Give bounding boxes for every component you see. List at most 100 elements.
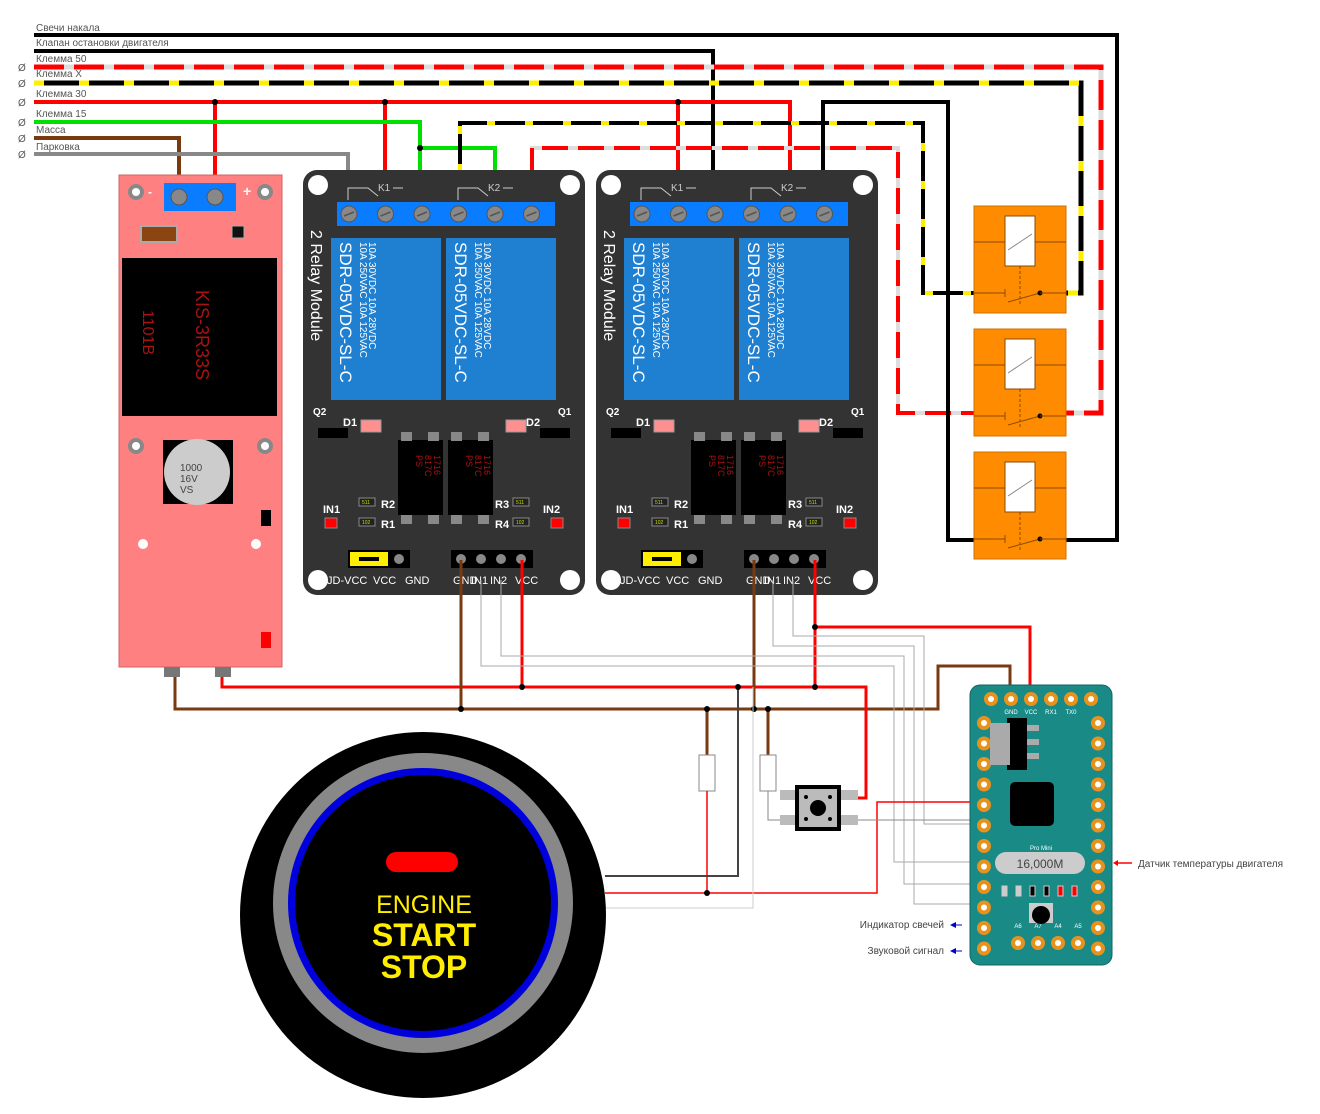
svg-text:511: 511 bbox=[362, 500, 370, 506]
svg-text:511: 511 bbox=[516, 500, 524, 506]
svg-text:1716: 1716 bbox=[775, 455, 785, 475]
signal-wires bbox=[480, 580, 985, 905]
optocoupler bbox=[398, 440, 443, 515]
label-stop-valve: Клапан остановки двигателя bbox=[36, 38, 169, 49]
component-label: R4 bbox=[788, 519, 803, 531]
optocoupler bbox=[691, 440, 736, 515]
dc-chip bbox=[122, 258, 277, 416]
header-pin[interactable] bbox=[749, 554, 759, 564]
component-label: IN2 bbox=[543, 504, 560, 516]
terminal-symbols: Ø Ø Ø Ø Ø Ø bbox=[18, 63, 26, 161]
annotations: Датчик температуры двигателя Индикатор с… bbox=[860, 859, 1283, 957]
svg-text:PS: PS bbox=[707, 455, 717, 467]
auto-relay bbox=[973, 451, 1067, 560]
svg-text:A6: A6 bbox=[1014, 924, 1022, 930]
header-label: VCC bbox=[373, 575, 396, 587]
tactile-button[interactable] bbox=[780, 785, 858, 831]
engine-start-stop-button[interactable]: ENGINE START STOP bbox=[240, 732, 606, 1098]
svg-text:1000: 1000 bbox=[180, 463, 203, 474]
wire-arduino-vcc bbox=[815, 625, 1032, 695]
svg-text:10A 250VAC 10A 125VAC: 10A 250VAC 10A 125VAC bbox=[472, 242, 483, 358]
label-temp-sensor: Датчик температуры двигателя bbox=[1138, 859, 1283, 870]
resistor-2 bbox=[759, 754, 777, 792]
led-in1 bbox=[617, 517, 631, 529]
component-label: D2 bbox=[819, 417, 833, 429]
relay-coil bbox=[1004, 461, 1036, 513]
relay-model: SDR-05VDC-SL-C bbox=[451, 242, 470, 383]
relay-2 bbox=[446, 238, 556, 400]
header-pin[interactable] bbox=[496, 554, 506, 564]
wire-glow-plugs bbox=[34, 33, 1119, 542]
component-label: R1 bbox=[381, 519, 395, 531]
header-label: VCC bbox=[515, 575, 538, 587]
component-label: R2 bbox=[381, 499, 395, 511]
header-pin[interactable] bbox=[476, 554, 486, 564]
header-label: IN2 bbox=[490, 575, 507, 587]
svg-text:TX0: TX0 bbox=[1065, 710, 1077, 716]
crystal bbox=[995, 852, 1085, 874]
svg-text:10A 30VDC 10A 28VDC: 10A 30VDC 10A 28VDC bbox=[774, 242, 785, 349]
board-name: Pro Mini bbox=[1030, 846, 1052, 852]
button-text-start: START bbox=[372, 917, 477, 953]
svg-text:102: 102 bbox=[655, 520, 664, 526]
svg-text:GND: GND bbox=[1004, 710, 1018, 716]
svg-text:Ø: Ø bbox=[18, 98, 26, 109]
svg-text:16V: 16V bbox=[180, 474, 198, 485]
svg-text:10A 250VAC 10A 125VAC: 10A 250VAC 10A 125VAC bbox=[357, 242, 368, 358]
svg-text:817C: 817C bbox=[766, 455, 776, 477]
label-glow-indicator: Индикатор свечей bbox=[860, 920, 944, 931]
svg-text:Ø: Ø bbox=[18, 118, 26, 129]
svg-text:PS: PS bbox=[757, 455, 767, 467]
module-name: 2 Relay Module bbox=[307, 230, 324, 341]
relay-1 bbox=[624, 238, 734, 400]
button-text-stop: STOP bbox=[381, 949, 468, 985]
label-terminal-15: Клемма 15 bbox=[36, 109, 87, 120]
header-label: GND bbox=[746, 575, 771, 587]
wire-converter-vcc bbox=[220, 677, 868, 800]
label-buzzer: Звуковой сигнал bbox=[868, 946, 945, 957]
relay-coil bbox=[1004, 338, 1036, 390]
wire-converter-gnd bbox=[173, 664, 1012, 711]
module-name: 2 Relay Module bbox=[600, 230, 617, 341]
svg-text:1716: 1716 bbox=[725, 455, 735, 475]
mount-hole bbox=[853, 570, 873, 590]
header-label: IN2 bbox=[783, 575, 800, 587]
label-parking: Парковка bbox=[36, 142, 80, 153]
component-label: D2 bbox=[526, 417, 540, 429]
header-pin[interactable] bbox=[789, 554, 799, 564]
mount-hole bbox=[853, 175, 873, 195]
svg-text:PS: PS bbox=[414, 455, 424, 467]
led-in2 bbox=[550, 517, 564, 529]
reset-button[interactable] bbox=[1032, 906, 1050, 924]
component-label: Q1 bbox=[558, 407, 572, 418]
relay-model: SDR-05VDC-SL-C bbox=[336, 242, 355, 383]
component-label: R2 bbox=[674, 499, 688, 511]
svg-text:102: 102 bbox=[809, 520, 818, 526]
component-label: D1 bbox=[636, 417, 650, 429]
header-pin[interactable] bbox=[769, 554, 779, 564]
header-pin[interactable] bbox=[456, 554, 466, 564]
chip-code-text: 1101B bbox=[139, 310, 156, 355]
relay-model: SDR-05VDC-SL-C bbox=[629, 242, 648, 383]
led-in2 bbox=[843, 517, 857, 529]
svg-text:Ø: Ø bbox=[18, 79, 26, 90]
minus-terminal-label: - bbox=[148, 185, 152, 199]
svg-text:102: 102 bbox=[516, 520, 525, 526]
component-label: R3 bbox=[788, 499, 802, 511]
optocoupler bbox=[741, 440, 786, 515]
mount-hole bbox=[601, 175, 621, 195]
svg-text:Ø: Ø bbox=[18, 150, 26, 161]
header-label: JD-VCC bbox=[327, 575, 367, 587]
relay-label: K2 bbox=[781, 183, 794, 194]
screw-terminal-block bbox=[630, 202, 848, 226]
svg-text:VS: VS bbox=[180, 485, 194, 496]
header-label: GND bbox=[405, 575, 430, 587]
relay-1 bbox=[331, 238, 441, 400]
svg-text:817C: 817C bbox=[716, 455, 726, 477]
component-label: IN1 bbox=[616, 504, 633, 516]
label-ground: Масса bbox=[36, 125, 66, 136]
svg-text:10A 30VDC 10A 28VDC: 10A 30VDC 10A 28VDC bbox=[481, 242, 492, 349]
